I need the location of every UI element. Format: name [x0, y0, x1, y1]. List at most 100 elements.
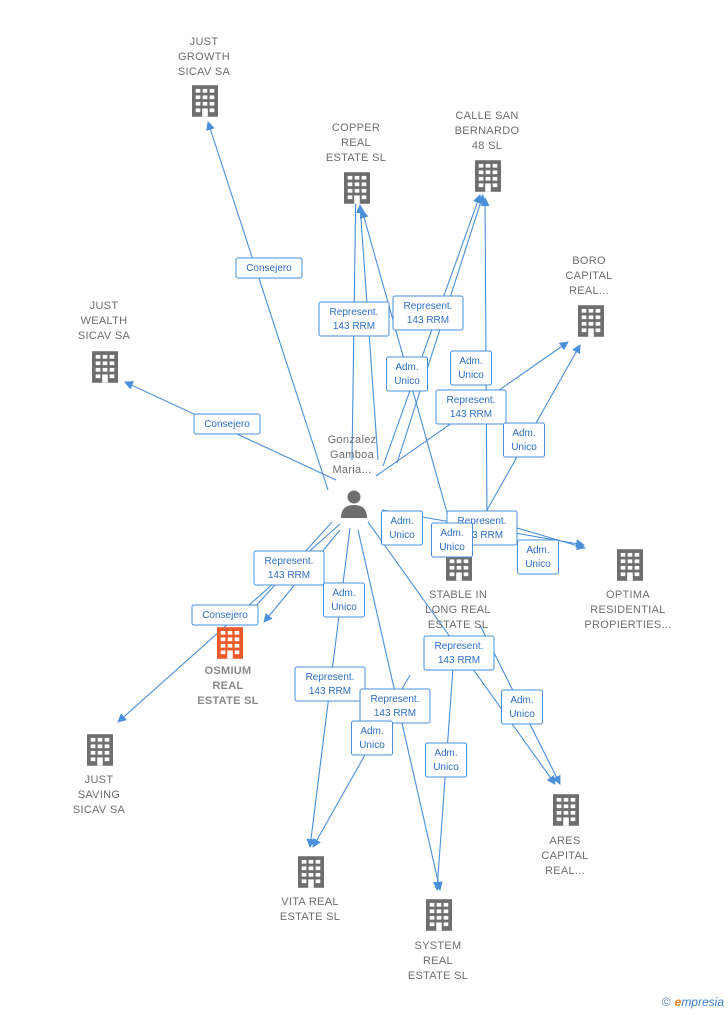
node-boro[interactable]: BOROCAPITALREAL...	[565, 255, 612, 337]
node-label-line: REAL...	[569, 285, 609, 297]
edge-label-e3[interactable]: Represent. 143 RRM	[392, 295, 464, 331]
edge-label-e15[interactable]: Represent.143 RRM	[423, 635, 495, 671]
edge-line-1	[206, 121, 329, 491]
node-label-line: SICAV SA	[78, 330, 131, 342]
node-label-line: SAVING	[78, 789, 121, 801]
edge-label-text: Unico	[439, 542, 465, 553]
edge-label-e9[interactable]: Adm.Unico	[381, 510, 423, 546]
brand-watermark: ©empresia	[662, 995, 724, 1009]
edge-label-e14[interactable]: Consejero	[191, 604, 259, 626]
edge-label-text: Unico	[359, 740, 385, 751]
node-person[interactable]: GonzalezGamboaMaria...	[328, 434, 377, 518]
node-label-line: COPPER	[332, 122, 380, 134]
node-copper[interactable]: COPPER REAL ESTATE SL	[326, 122, 386, 204]
building-icon	[578, 305, 604, 337]
node-label-line: ARES	[549, 835, 580, 847]
node-label-line: 48 SL	[472, 140, 502, 152]
building-icon	[553, 794, 579, 826]
node-label-line: VITA REAL	[281, 896, 339, 908]
edge-label-text: Unico	[458, 370, 484, 381]
edge-label-box	[253, 550, 325, 586]
node-label-line: Gamboa	[330, 449, 375, 461]
node-optima[interactable]: OPTIMARESIDENTIALPROPIERTIES...	[584, 549, 671, 631]
edge-label-text: Unico	[433, 762, 459, 773]
edge-label-text: 143 RRM	[268, 570, 310, 581]
edge-label-e19[interactable]: Adm. Unico	[351, 720, 393, 756]
edge-label-e8[interactable]: Consejero	[193, 413, 261, 435]
edge-label-e20[interactable]: Adm.Unico	[425, 742, 467, 778]
edge-label-text: Adm.	[510, 695, 533, 706]
edge-label-text: 143 RRM	[450, 409, 492, 420]
edge-label-text: Adm.	[459, 356, 482, 367]
node-label-line: GROWTH	[178, 51, 230, 63]
node-label-line: ESTATE SL	[428, 619, 488, 631]
edge-label-box	[359, 688, 431, 724]
edge-label-text: Adm.	[360, 726, 383, 737]
node-label-line: CAPITAL	[541, 850, 588, 862]
node-label-line: RESIDENTIAL	[590, 604, 665, 616]
edge-label-text: Represent.	[330, 307, 379, 318]
node-label-line: LONG REAL	[425, 604, 491, 616]
brand-logo-text: mpresia	[681, 995, 724, 1009]
node-label-line: OSMIUM	[204, 665, 251, 677]
edge-label-text: Unico	[389, 530, 415, 541]
edge-label-e6[interactable]: Represent.143 RRM	[435, 389, 507, 425]
edge-label-e1[interactable]: Consejero	[235, 257, 303, 279]
building-icon	[344, 172, 370, 204]
node-label-line: SICAV SA	[73, 804, 126, 816]
edge-label-text: Represent.	[435, 641, 484, 652]
node-label-line: REAL	[341, 137, 371, 149]
edge-label-e7[interactable]: Adm.Unico	[503, 422, 545, 458]
edge-label-text: 143 RRM	[407, 315, 449, 326]
edge-label-text: 143 RRM	[309, 686, 351, 697]
edge-label-e18[interactable]: Represent.143 RRM	[359, 688, 431, 724]
edge-label-e5[interactable]: Adm. Unico	[450, 350, 492, 386]
edge-label-text: Adm.	[395, 362, 418, 373]
edge-label-text: Represent.	[371, 694, 420, 705]
copyright-symbol: ©	[661, 995, 671, 1009]
building-icon	[617, 549, 643, 581]
edge-label-box	[193, 413, 261, 435]
edge-label-text: 143 RRM	[461, 530, 503, 541]
edge-label-box	[323, 582, 365, 618]
edge-label-e13[interactable]: Adm.Unico	[323, 582, 365, 618]
edge-label-box	[235, 257, 303, 279]
edge-label-e4[interactable]: Adm.Unico	[386, 356, 428, 392]
edge-label-e16[interactable]: Adm.Unico	[501, 689, 543, 725]
building-icon	[92, 351, 118, 383]
node-label-line: SICAV SA	[178, 66, 231, 78]
edge-label-text: Consejero	[202, 610, 248, 621]
node-ares[interactable]: ARES CAPITAL REAL...	[541, 794, 588, 877]
edge-label-e12[interactable]: Represent. 143 RRM	[253, 550, 325, 586]
edge-label-box	[386, 356, 428, 392]
edge-label-e21[interactable]: Adm.Unico	[431, 522, 473, 558]
person-icon	[341, 490, 367, 518]
edge-label-e2[interactable]: Represent.143 RRM	[318, 301, 390, 337]
node-label-line: SYSTEM	[414, 940, 461, 952]
edge-label-text: Represent.	[404, 301, 453, 312]
node-label-line: STABLE IN	[429, 589, 487, 601]
node-label-line: ESTATE SL	[326, 152, 386, 164]
edge-label-e11[interactable]: Adm.Unico	[517, 539, 559, 575]
edge-label-text: Represent.	[265, 556, 314, 567]
edge-label-e17[interactable]: Represent.143 RRM	[294, 666, 366, 702]
edge-label-box	[381, 510, 423, 546]
edge-label-box	[435, 389, 507, 425]
node-label-line: BERNARDO	[455, 125, 520, 137]
edge-label-text: Unico	[525, 559, 551, 570]
node-label-line: REAL...	[545, 865, 585, 877]
node-label-line: REAL	[212, 680, 243, 692]
edge-label-box	[294, 666, 366, 702]
node-stable[interactable]: STABLE IN LONG REAL ESTATE SL	[425, 549, 491, 631]
edge-label-box	[392, 295, 464, 331]
